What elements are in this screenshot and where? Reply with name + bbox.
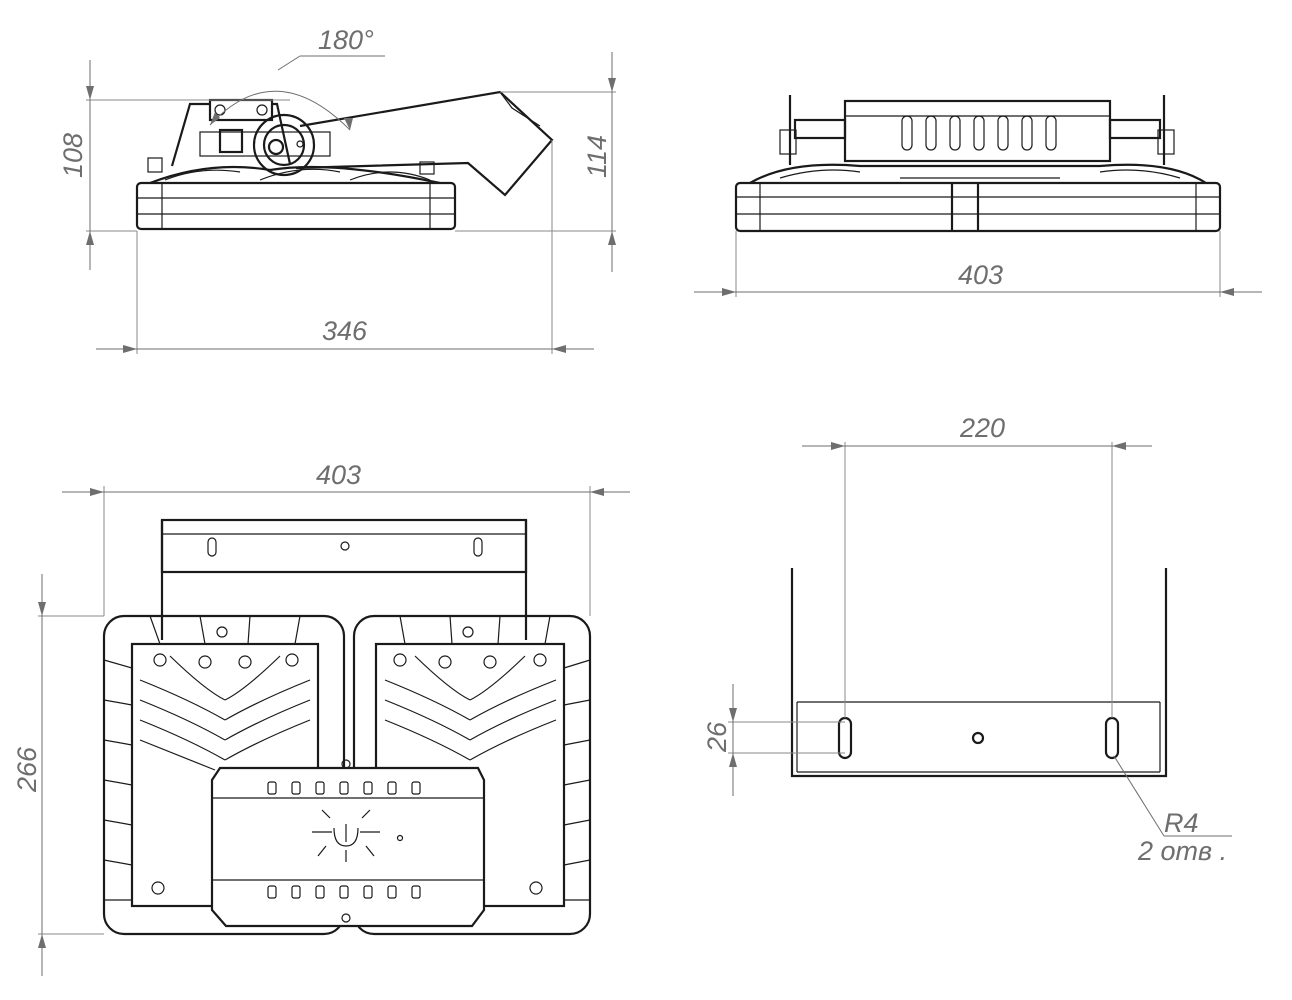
spacing-220-label: 220 — [959, 413, 1005, 443]
rotation-angle-label: 180° — [318, 25, 374, 55]
holes-count-label: 2 отв . — [1137, 836, 1227, 866]
height-108-label: 108 — [58, 133, 88, 178]
width-346-label: 346 — [322, 316, 368, 346]
side-view: 180° 108 114 346 — [58, 25, 616, 354]
bracket-view: 220 26 R4 2 отв . — [702, 413, 1232, 866]
depth-266-label: 266 — [12, 746, 42, 793]
top-view: 403 266 — [12, 460, 630, 976]
radius-r4-label: R4 — [1164, 808, 1199, 838]
front-view: 403 — [694, 95, 1262, 297]
logo-icon — [312, 809, 380, 862]
height-114-label: 114 — [582, 135, 612, 178]
front-width-403-label: 403 — [958, 260, 1003, 290]
top-width-403-label: 403 — [316, 460, 361, 490]
slot-26-label: 26 — [702, 721, 732, 753]
